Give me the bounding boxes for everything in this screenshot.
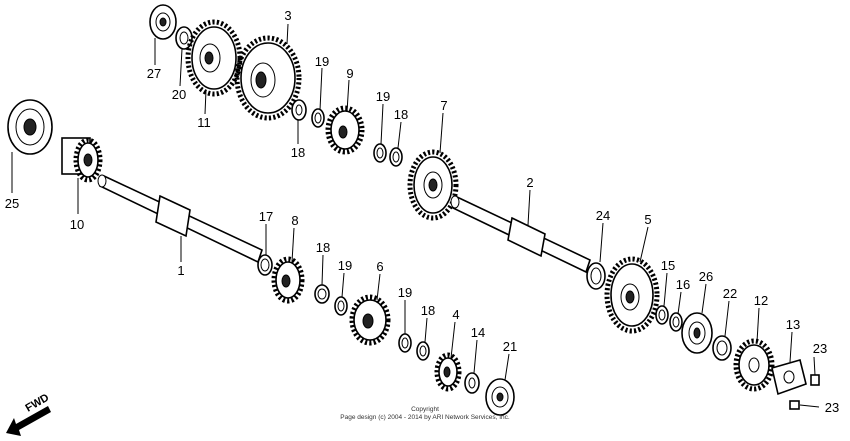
part-17-ring[interactable] bbox=[257, 254, 273, 276]
callout-labels: 27 20 11 3 19 9 18 19 18 7 25 10 1 17 8 … bbox=[5, 8, 839, 415]
callout-8[interactable]: 8 bbox=[291, 213, 298, 228]
callout-18-bottom[interactable]: 18 bbox=[421, 303, 435, 318]
callout-11[interactable]: 11 bbox=[197, 115, 211, 130]
callout-19-bottom[interactable]: 19 bbox=[398, 285, 412, 300]
part-23-bolt-upper[interactable] bbox=[810, 374, 820, 386]
part-5-gear[interactable] bbox=[604, 256, 660, 334]
part-20-washer[interactable] bbox=[175, 26, 193, 50]
callout-27[interactable]: 27 bbox=[147, 66, 161, 81]
part-12-sprocket[interactable] bbox=[733, 338, 775, 392]
part-19-ring-mid[interactable] bbox=[373, 143, 387, 163]
callout-24[interactable]: 24 bbox=[596, 208, 610, 223]
callout-1[interactable]: 1 bbox=[177, 263, 184, 278]
part-18-washer-mid[interactable] bbox=[389, 147, 403, 167]
callout-23-upper[interactable]: 23 bbox=[813, 341, 827, 356]
part-14-washer[interactable] bbox=[464, 372, 480, 394]
callout-4[interactable]: 4 bbox=[452, 307, 459, 322]
part-18-washer-bottom[interactable] bbox=[416, 341, 430, 361]
part-2-countershaft[interactable] bbox=[450, 195, 591, 274]
part-25-bearing[interactable] bbox=[7, 99, 53, 155]
callout-19-lower[interactable]: 19 bbox=[338, 258, 352, 273]
part-16-ring[interactable] bbox=[669, 312, 683, 332]
callout-3[interactable]: 3 bbox=[284, 8, 291, 23]
callout-12[interactable]: 12 bbox=[754, 293, 768, 308]
part-26-bearing[interactable] bbox=[681, 312, 713, 354]
part-9-gear[interactable] bbox=[325, 105, 365, 155]
part-18-washer-lower[interactable] bbox=[314, 284, 330, 304]
leader-lines bbox=[11, 23, 820, 408]
callout-22[interactable]: 22 bbox=[723, 286, 737, 301]
part-24-ring[interactable] bbox=[586, 262, 606, 290]
part-15-ring[interactable] bbox=[655, 305, 669, 325]
callout-18-lower[interactable]: 18 bbox=[316, 240, 330, 255]
copyright-line-2: Page design (c) 2004 - 2014 by ARI Netwo… bbox=[340, 414, 510, 421]
part-3-gear[interactable] bbox=[234, 35, 302, 121]
part-21-bearing[interactable] bbox=[485, 378, 515, 416]
callout-6[interactable]: 6 bbox=[376, 259, 383, 274]
part-10-gear[interactable] bbox=[61, 137, 103, 183]
copyright-line-1: Copyright bbox=[411, 406, 439, 413]
fwd-arrow-icon bbox=[6, 406, 51, 436]
callout-5[interactable]: 5 bbox=[644, 212, 651, 227]
part-19-ring-bottom[interactable] bbox=[398, 333, 412, 353]
callout-13[interactable]: 13 bbox=[786, 317, 800, 332]
callout-25[interactable]: 25 bbox=[5, 196, 19, 211]
part-27-bearing[interactable] bbox=[149, 4, 177, 40]
callout-7[interactable]: 7 bbox=[440, 98, 447, 113]
callout-2[interactable]: 2 bbox=[526, 175, 533, 190]
part-13-plate[interactable] bbox=[771, 359, 807, 396]
callout-19-upper[interactable]: 19 bbox=[315, 54, 329, 69]
callout-20[interactable]: 20 bbox=[172, 87, 186, 102]
part-23-bolt-lower[interactable] bbox=[789, 400, 800, 410]
callout-9[interactable]: 9 bbox=[346, 66, 353, 81]
callout-23-lower[interactable]: 23 bbox=[825, 400, 839, 415]
part-11-gear[interactable] bbox=[185, 19, 243, 97]
callout-10[interactable]: 10 bbox=[70, 217, 84, 232]
callout-18-mid[interactable]: 18 bbox=[394, 107, 408, 122]
part-7-gear[interactable] bbox=[407, 149, 459, 221]
callout-15[interactable]: 15 bbox=[661, 258, 675, 273]
part-6-gear[interactable] bbox=[349, 294, 391, 346]
part-8-gear[interactable] bbox=[271, 256, 305, 304]
part-22-seal[interactable] bbox=[712, 335, 732, 361]
callout-19-mid[interactable]: 19 bbox=[376, 89, 390, 104]
callout-16[interactable]: 16 bbox=[676, 277, 690, 292]
callout-14[interactable]: 14 bbox=[471, 325, 485, 340]
part-4-gear[interactable] bbox=[434, 352, 462, 392]
callout-18-upper[interactable]: 18 bbox=[291, 145, 305, 160]
part-18-washer-upper[interactable] bbox=[291, 99, 307, 121]
part-19-ring-lower[interactable] bbox=[334, 296, 348, 316]
part-19-ring-upper[interactable] bbox=[311, 108, 325, 128]
part-1-mainshaft[interactable] bbox=[97, 174, 263, 264]
callout-17[interactable]: 17 bbox=[259, 209, 273, 224]
callout-26[interactable]: 26 bbox=[699, 269, 713, 284]
callout-21[interactable]: 21 bbox=[503, 339, 517, 354]
